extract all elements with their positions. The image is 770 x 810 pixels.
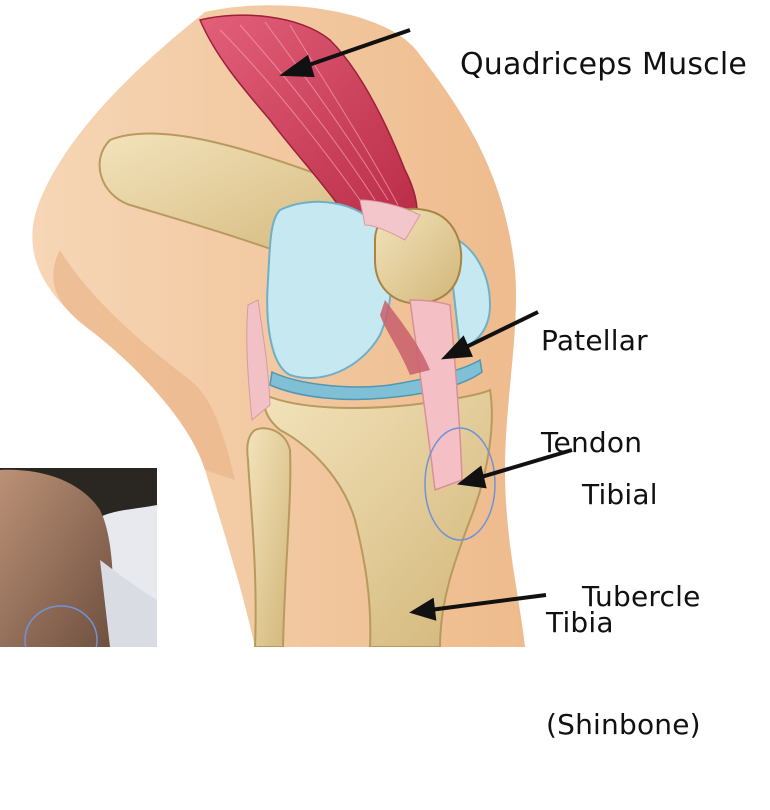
label-tibia-line2: (Shinbone) (546, 708, 701, 742)
label-tibia-line1: Tibia (546, 606, 701, 640)
label-tibia: Tibia (Shinbone) (546, 538, 701, 810)
label-tibial-line1: Tibial (582, 478, 701, 512)
label-quadriceps-muscle: Quadriceps Muscle (421, 14, 747, 116)
label-patellar-line1: Patellar (541, 324, 648, 358)
knee-anatomy-diagram: Quadriceps Muscle Patellar Tendon Tibial… (0, 0, 770, 647)
knee-photo-inset (0, 468, 157, 647)
